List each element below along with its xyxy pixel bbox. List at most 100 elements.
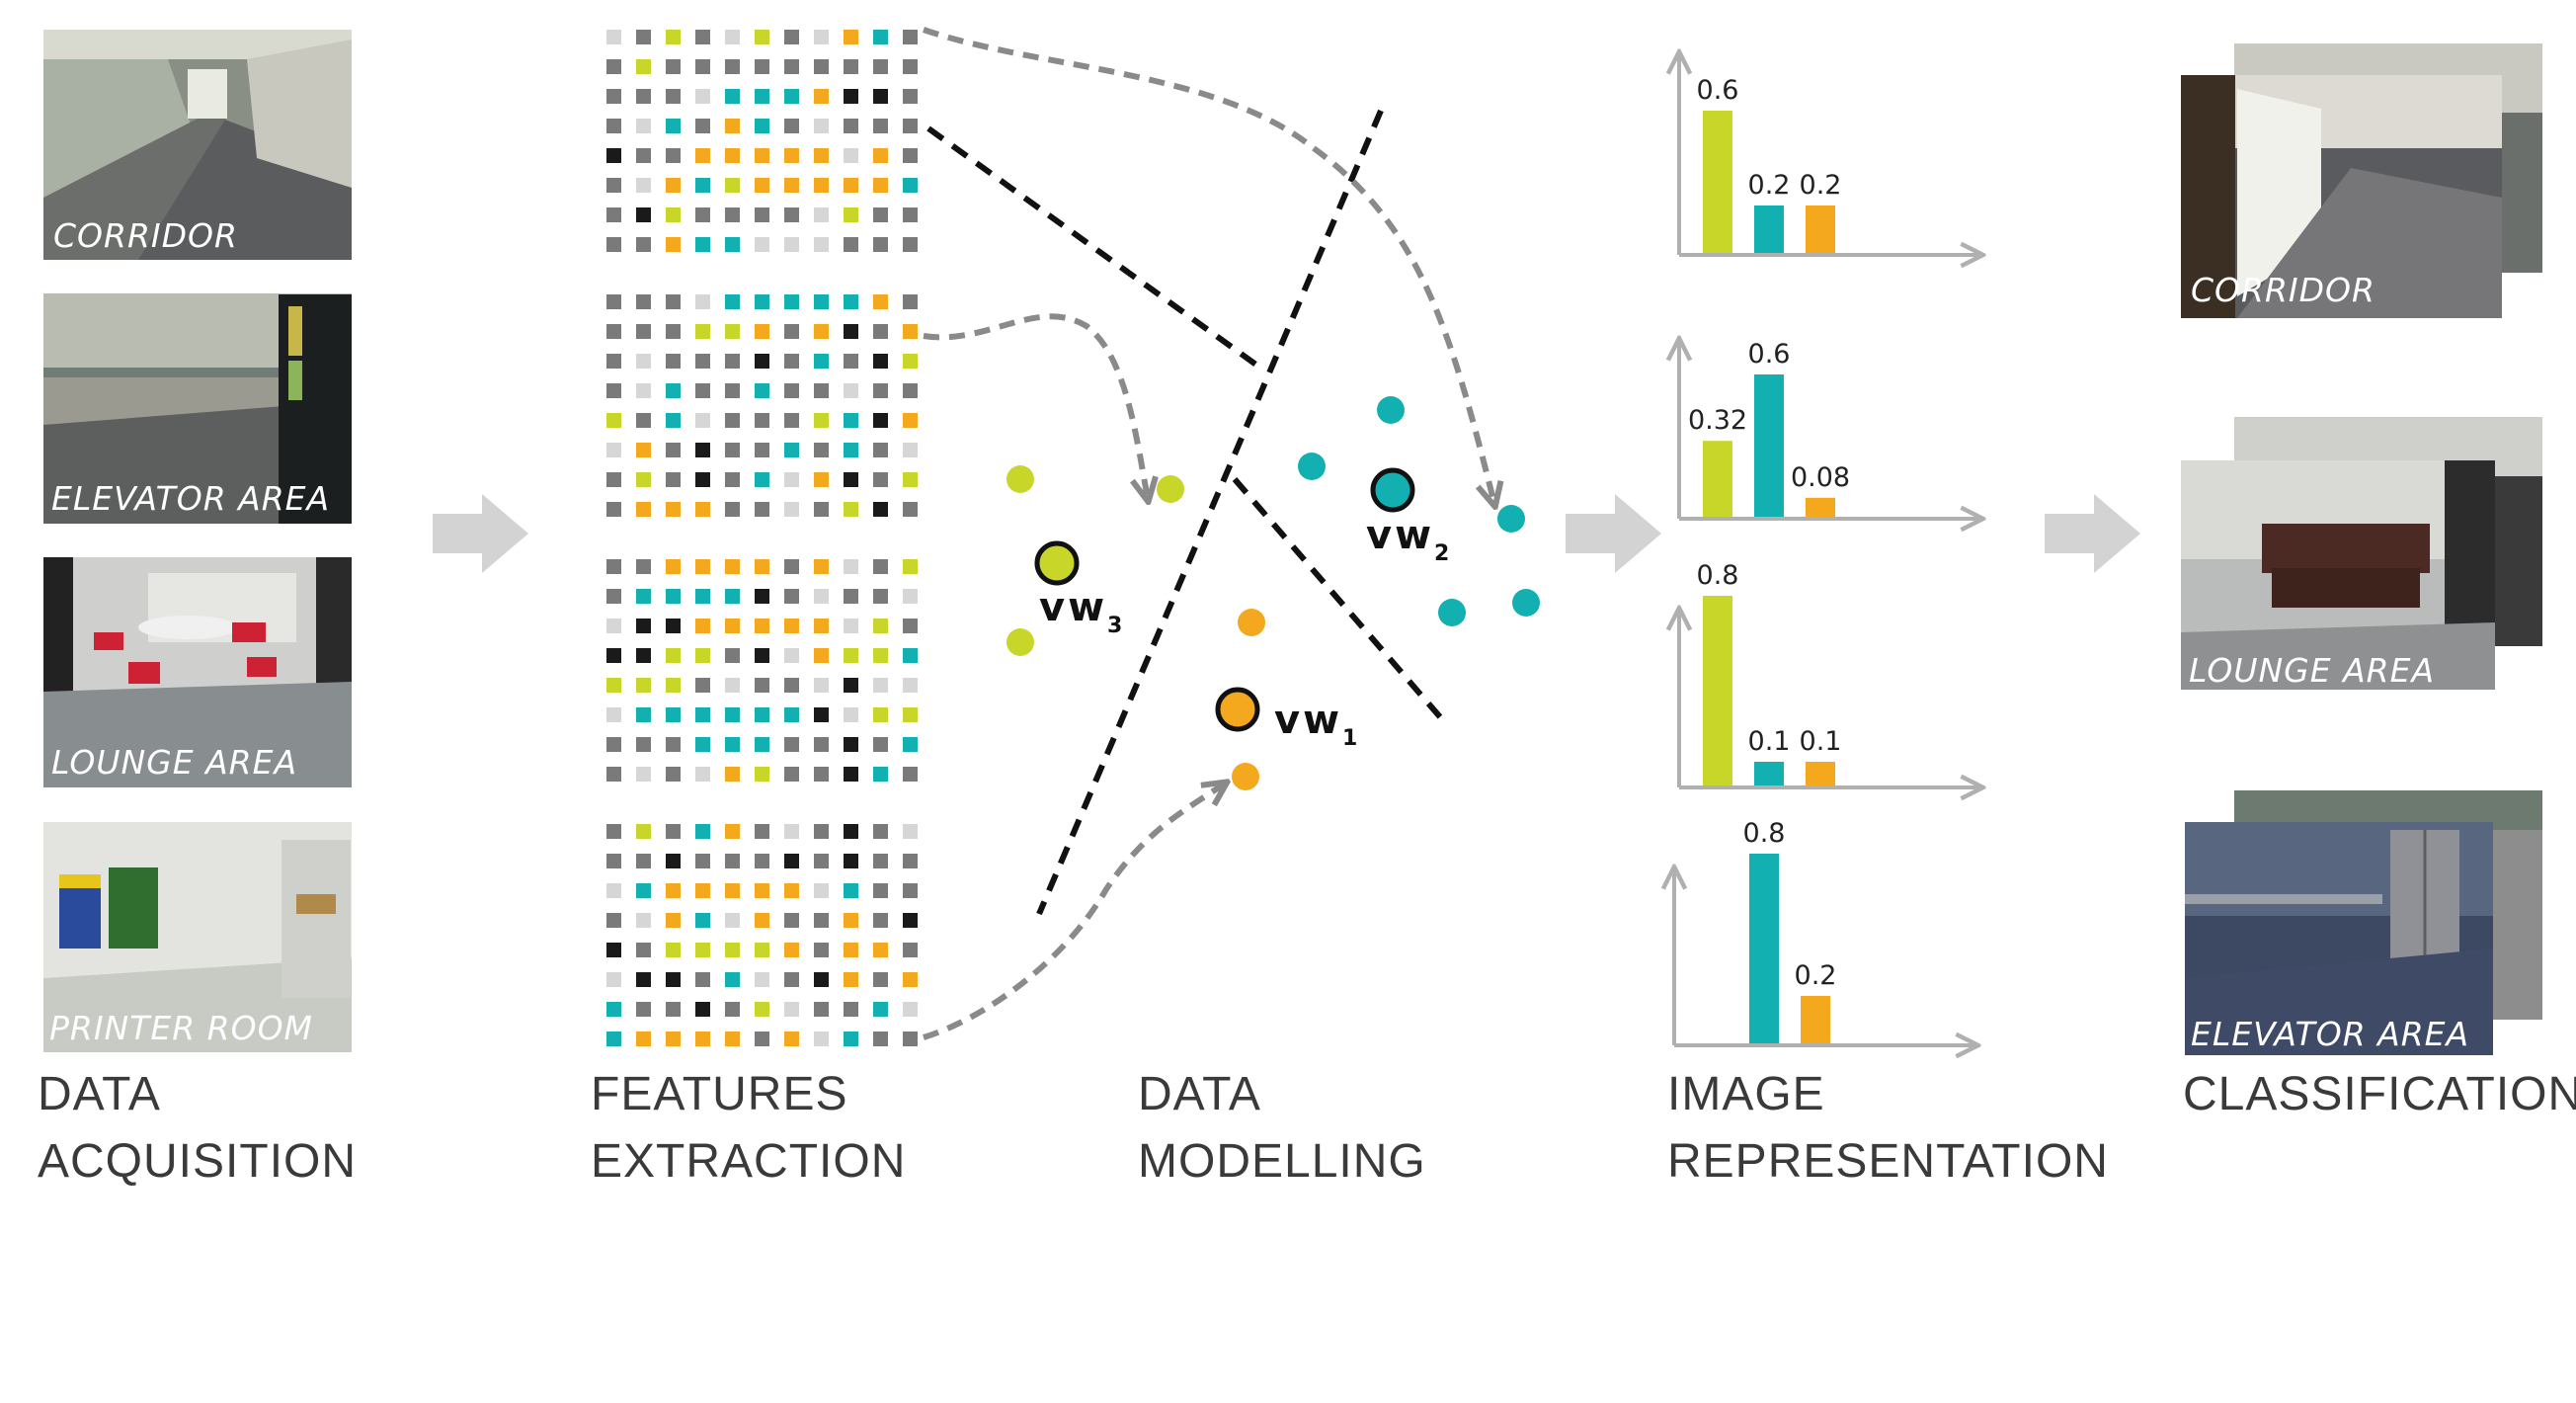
- feature-cell: [695, 207, 710, 222]
- feature-cell: [814, 59, 829, 74]
- feature-cell: [755, 824, 769, 839]
- feature-cell: [784, 178, 799, 193]
- feature-cell: [784, 207, 799, 222]
- feature-cell: [666, 178, 681, 193]
- feature-cell: [725, 737, 740, 752]
- feature-cell: [814, 854, 829, 868]
- feature-cell: [903, 472, 918, 487]
- feature-cell: [755, 678, 769, 693]
- feature-cell: [695, 148, 710, 163]
- feature-cell: [784, 943, 799, 957]
- feature-cell: [636, 707, 651, 722]
- assignment-arrow-icon: [923, 313, 1148, 499]
- feature-cell: [844, 178, 858, 193]
- feature-cell: [873, 207, 888, 222]
- feature-cell: [755, 1032, 769, 1046]
- feature-cell: [844, 119, 858, 133]
- photo-label: PRINTER ROOM: [49, 1009, 313, 1047]
- feature-cell: [814, 413, 829, 428]
- feature-cell: [814, 354, 829, 369]
- histogram-bar-label: 0.32: [1688, 405, 1747, 436]
- feature-cell: [725, 237, 740, 252]
- feature-cell: [903, 413, 918, 428]
- feature-cell: [695, 1002, 710, 1017]
- feature-cell: [666, 119, 681, 133]
- feature-cell: [784, 324, 799, 339]
- feature-cell: [606, 559, 621, 574]
- feature-cell: [755, 89, 769, 104]
- feature-cell: [844, 589, 858, 604]
- feature-cell: [725, 678, 740, 693]
- feature-cell: [666, 972, 681, 987]
- feature-cell: [725, 148, 740, 163]
- feature-cell: [636, 324, 651, 339]
- feature-cell: [844, 324, 858, 339]
- feature-cell: [814, 619, 829, 633]
- feature-cell: [725, 619, 740, 633]
- histogram-bar: [1749, 854, 1779, 1043]
- stage-title-data-modelling: DATA MODELLING: [1138, 1061, 1426, 1196]
- feature-cell: [873, 119, 888, 133]
- feature-cell: [873, 178, 888, 193]
- feature-cell: [755, 854, 769, 868]
- feature-cell: [606, 648, 621, 663]
- feature-cell: [606, 737, 621, 752]
- feature-cell: [873, 148, 888, 163]
- feature-cell: [636, 559, 651, 574]
- feature-cell: [903, 354, 918, 369]
- feature-cell: [844, 913, 858, 928]
- feature-cell: [784, 883, 799, 898]
- feature-cell: [784, 648, 799, 663]
- feature-cell: [784, 824, 799, 839]
- stage-title-line: FEATURES: [591, 1068, 848, 1120]
- photo-corridor: CORRIDOR: [43, 30, 352, 260]
- feature-cell: [903, 443, 918, 457]
- stage-title-image-representation: IMAGE REPRESENTATION: [1667, 1061, 2109, 1196]
- feature-point: [1438, 599, 1466, 626]
- feature-cell: [666, 619, 681, 633]
- feature-cell: [814, 294, 829, 309]
- feature-cell: [903, 119, 918, 133]
- feature-cell: [903, 89, 918, 104]
- feature-cell: [784, 30, 799, 44]
- feature-cell: [695, 972, 710, 987]
- stage-title-line: EXTRACTION: [591, 1135, 907, 1188]
- feature-cell: [814, 767, 829, 782]
- feature-cell: [873, 854, 888, 868]
- feature-cell: [725, 89, 740, 104]
- photo-label: CORRIDOR: [2191, 271, 2375, 309]
- feature-cell: [725, 30, 740, 44]
- feature-cell: [636, 502, 651, 517]
- feature-cell: [606, 767, 621, 782]
- feature-cell: [695, 559, 710, 574]
- histogram-bar-label: 0.2: [1748, 170, 1791, 201]
- feature-cell: [636, 294, 651, 309]
- feature-cell: [903, 972, 918, 987]
- feature-cell: [873, 913, 888, 928]
- feature-cell: [606, 148, 621, 163]
- histogram-bar: [1801, 996, 1830, 1043]
- feature-cell: [695, 678, 710, 693]
- feature-cell: [636, 589, 651, 604]
- feature-cell: [784, 1002, 799, 1017]
- feature-cell: [695, 943, 710, 957]
- feature-cell: [784, 354, 799, 369]
- photo-printer-room: PRINTER ROOM: [43, 822, 352, 1052]
- acquisition-photos: CORRIDOR ELEVATOR AREA LOUNGE AREA: [43, 30, 352, 1052]
- stage-title-line: REPRESENTATION: [1667, 1135, 2109, 1188]
- visual-word-centroid-vw3: [1034, 540, 1080, 586]
- feature-cell: [903, 559, 918, 574]
- feature-cell: [606, 178, 621, 193]
- feature-cell: [666, 354, 681, 369]
- assignment-arrow-icon: [923, 784, 1225, 1040]
- stage-title-line: IMAGE: [1667, 1068, 1825, 1120]
- feature-cell: [873, 678, 888, 693]
- feature-cell: [636, 767, 651, 782]
- feature-cell: [695, 294, 710, 309]
- feature-point: [1497, 505, 1525, 533]
- feature-cell: [725, 824, 740, 839]
- feature-cell: [814, 737, 829, 752]
- feature-cell: [725, 59, 740, 74]
- feature-point: [1298, 453, 1326, 480]
- feature-cell: [725, 502, 740, 517]
